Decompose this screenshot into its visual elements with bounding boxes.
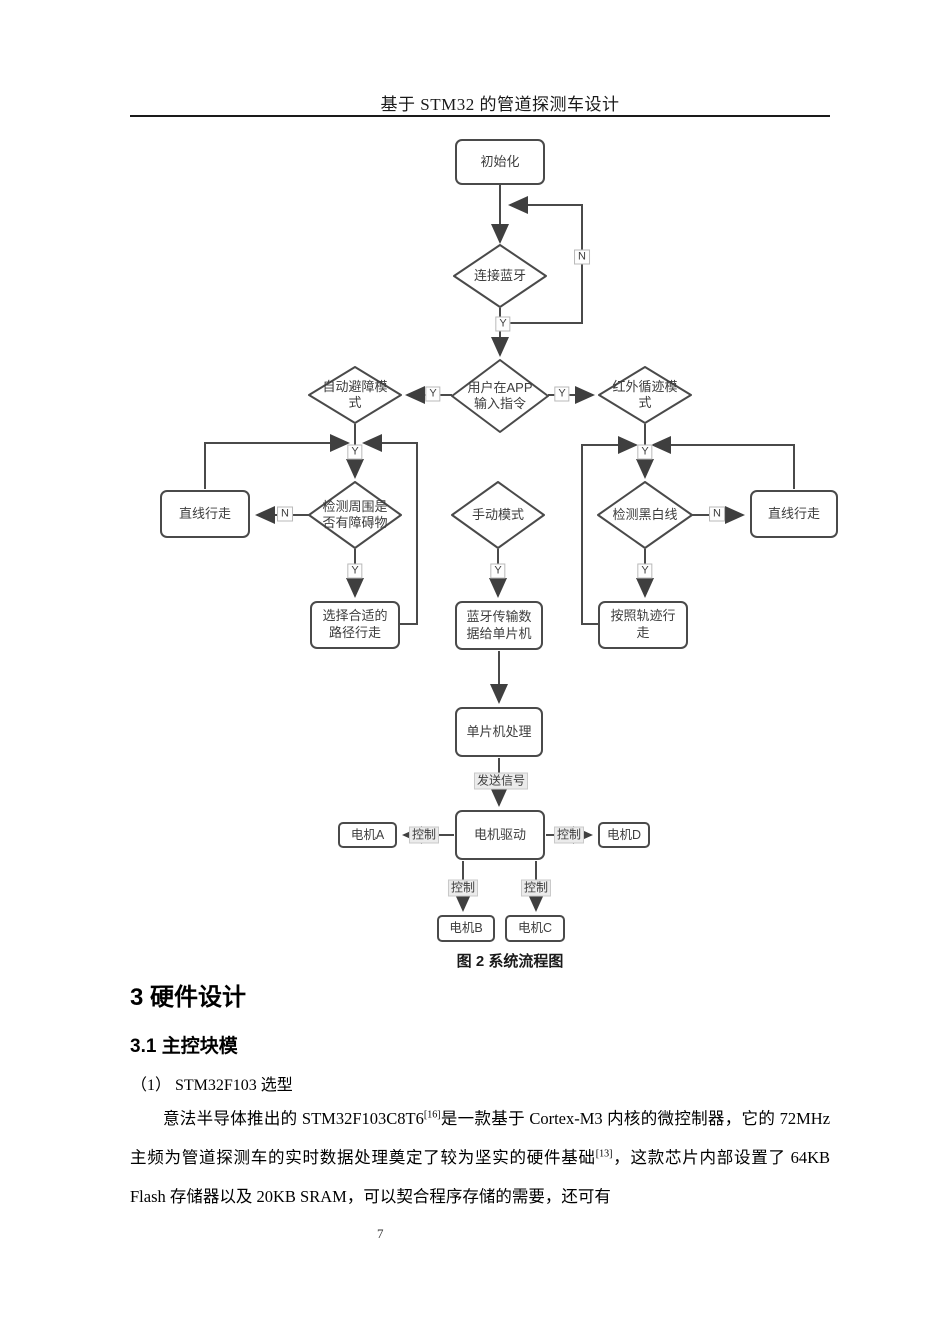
branch-label-yes: Y [425,386,441,402]
edge-label-send-signal: 发送信号 [473,772,529,790]
header-rule [130,115,830,117]
flow-node-motor-drive: 电机驱动 [455,810,545,860]
body-paragraph: 意法半导体推出的 STM32F103C8T6[16]是一款基于 Cortex-M… [130,1099,830,1216]
edge-label-control: 控制 [520,879,552,897]
paragraph-text: 意法半导体推出的 STM32F103C8T6 [163,1109,424,1128]
section-heading-hardware-design: 3 硬件设计 [130,984,247,1011]
flow-node-motor-d: 电机D [598,822,650,848]
branch-label-yes: Y [347,444,363,460]
branch-label-yes: Y [554,386,570,402]
citation-ref-16: [16] [423,1109,441,1121]
subsection-heading-main-control: 3.1 主控块模 [130,1036,238,1057]
diamond-manual-mode [451,481,545,549]
edge-label-control: 控制 [553,826,585,844]
branch-label-no: N [709,506,725,522]
header-title: 基于 STM32 的管道探测车设计 [380,95,620,114]
flow-node-motor-c: 电机C [505,915,565,942]
flow-node-straight-right: 直线行走 [750,490,838,538]
diamond-detect-obstacle [308,481,402,549]
page-number: 7 [377,1226,384,1241]
paragraph-text: 是一款基于 Cortex-M3 内核的微控制器，它的 72MHz 主频为管道探测… [130,1109,831,1167]
diamond-detect-line [597,481,693,549]
figure-caption: 图 2 系统流程图 [456,953,564,970]
branch-label-yes: Y [637,563,653,579]
flow-node-straight-left: 直线行走 [160,490,250,538]
branch-label-no: N [277,506,293,522]
branch-label-yes: Y [495,316,511,332]
branch-label-yes: Y [637,444,653,460]
citation-ref-13: [13] [595,1148,613,1160]
list-item-stm32f103-selection: （1） STM32F103 选型 [131,1077,293,1094]
flow-node-motor-a: 电机A [338,822,397,848]
flow-node-follow-track: 按照轨迹行 走 [598,601,688,649]
edge-label-control: 控制 [408,826,440,844]
diamond-ir-track-mode [598,366,692,424]
flow-node-mcu-process: 单片机处理 [455,707,543,757]
diamond-connect-bluetooth [453,244,547,308]
diamond-auto-avoid-mode [308,366,402,424]
flow-node-choose-path: 选择合适的 路径行走 [310,601,400,649]
flow-node-bt-transfer: 蓝牙传输数 据给单片机 [455,601,543,650]
branch-label-yes: Y [347,563,363,579]
branch-label-yes: Y [490,563,506,579]
flow-node-init: 初始化 [455,139,545,185]
flow-node-motor-b: 电机B [437,915,495,942]
paragraph-text: ，这款芯片内部设置了 64KB Flash 存储器以及 20KB SRAM，可以… [130,1148,831,1206]
branch-label-no: N [574,249,590,265]
edge-label-control: 控制 [447,879,479,897]
diamond-app-command [451,359,549,433]
